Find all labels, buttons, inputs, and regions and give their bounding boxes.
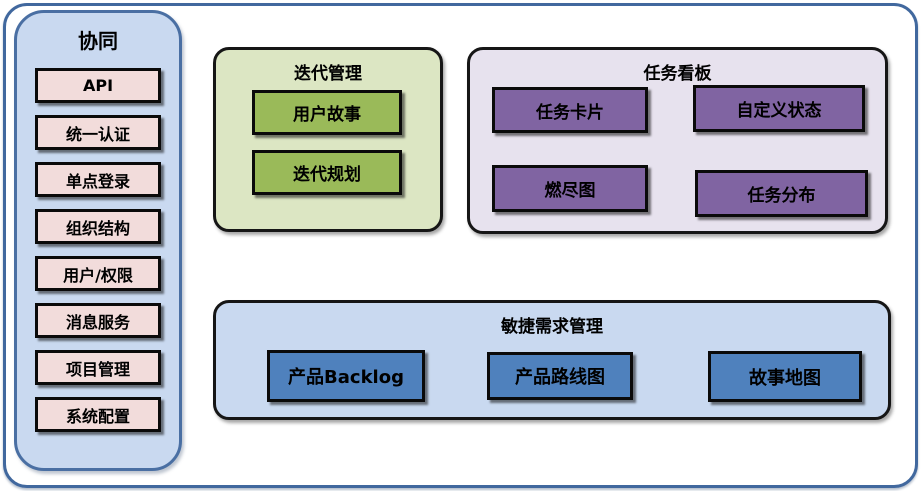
item-user-story: 用户故事 <box>252 90 402 135</box>
sidebar-item-unified-auth: 统一认证 <box>35 115 161 150</box>
item-product-roadmap: 产品路线图 <box>487 352 633 400</box>
group-task-board-title: 任务看板 <box>643 64 712 84</box>
group-iteration-management: 迭代管理 用户故事 迭代规划 <box>213 47 443 232</box>
item-product-backlog: 产品Backlog <box>267 350 425 402</box>
sidebar-item-project-management: 项目管理 <box>35 350 161 385</box>
sidebar-item-sso: 单点登录 <box>35 162 161 197</box>
item-task-distribution: 任务分布 <box>695 170 868 217</box>
diagram-outer-frame <box>3 3 918 488</box>
sidebar-item-user-permission: 用户/权限 <box>35 256 161 291</box>
sidebar-item-list: API 统一认证 单点登录 组织结构 用户/权限 消息服务 项目管理 系统配置 <box>17 68 179 432</box>
sidebar-title: 协同 <box>78 29 118 53</box>
item-burndown-chart: 燃尽图 <box>492 165 648 212</box>
sidebar-item-system-config: 系统配置 <box>35 397 161 432</box>
group-agile-requirements: 敏捷需求管理 产品Backlog 产品路线图 故事地图 <box>213 300 891 420</box>
item-task-card: 任务卡片 <box>492 87 648 133</box>
item-story-map: 故事地图 <box>708 351 862 402</box>
sidebar-collaboration-group: 协同 API 统一认证 单点登录 组织结构 用户/权限 消息服务 项目管理 系统… <box>14 10 182 471</box>
group-agile-requirements-title: 敏捷需求管理 <box>501 317 603 337</box>
item-iteration-planning: 迭代规划 <box>252 150 402 195</box>
item-custom-status: 自定义状态 <box>693 85 865 132</box>
sidebar-item-message-service: 消息服务 <box>35 303 161 338</box>
group-iteration-title: 迭代管理 <box>294 64 362 84</box>
sidebar-item-org-structure: 组织结构 <box>35 209 161 244</box>
sidebar-item-api: API <box>35 68 161 103</box>
group-task-board: 任务看板 任务卡片 自定义状态 燃尽图 任务分布 <box>467 47 888 234</box>
